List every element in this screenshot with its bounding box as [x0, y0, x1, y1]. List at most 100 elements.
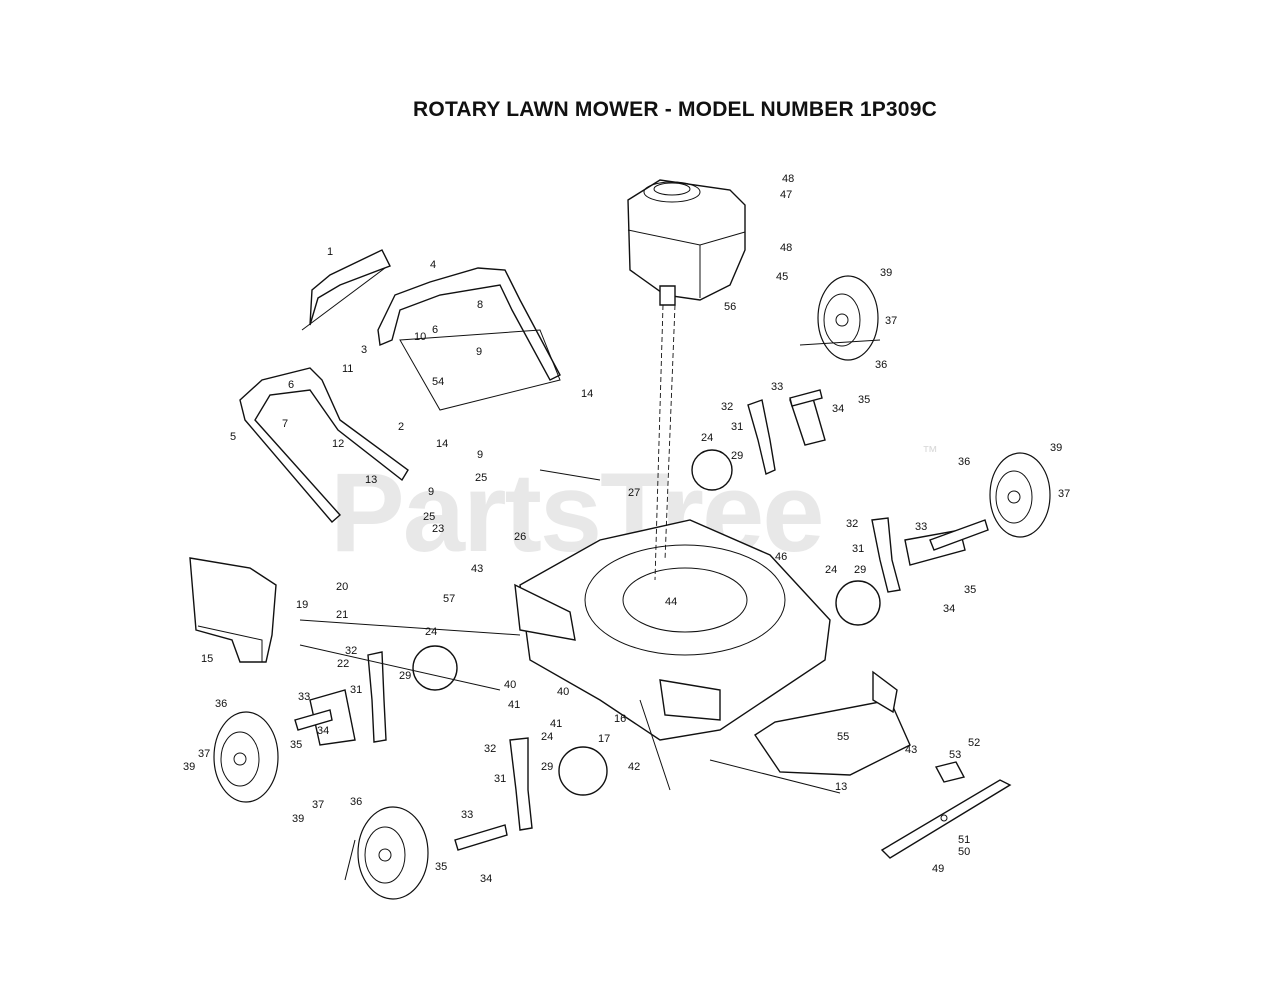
callout-53: 53 [949, 749, 961, 761]
callout-36: 36 [958, 456, 970, 468]
callout-13: 13 [835, 781, 847, 793]
callout-40: 40 [557, 686, 569, 698]
callout-1: 1 [327, 246, 333, 258]
callout-29: 29 [541, 761, 553, 773]
callout-11: 11 [342, 363, 353, 375]
callout-35: 35 [964, 584, 976, 596]
callout-37: 37 [312, 799, 324, 811]
callout-14: 14 [581, 388, 593, 400]
middle-handle [377, 267, 561, 411]
height-adjuster-left [309, 651, 387, 746]
callout-5: 5 [230, 431, 236, 443]
gear-plates [412, 449, 881, 796]
callout-25: 25 [475, 472, 487, 484]
callout-27: 27 [628, 487, 640, 499]
callout-32: 32 [846, 518, 858, 530]
callout-33: 33 [915, 521, 927, 533]
callout-9: 9 [476, 346, 482, 358]
callout-21: 21 [336, 609, 348, 621]
wheel-right-rear [989, 452, 1051, 538]
callout-9: 9 [477, 449, 483, 461]
axles [294, 389, 989, 851]
lower-handle [239, 367, 409, 523]
callout-31: 31 [731, 421, 743, 433]
callout-43: 43 [905, 744, 917, 756]
callout-22: 22 [337, 658, 349, 670]
blade [880, 779, 1012, 859]
callout-35: 35 [858, 394, 870, 406]
callout-15: 15 [201, 653, 213, 665]
callout-37: 37 [198, 748, 210, 760]
callout-7: 7 [282, 418, 288, 430]
callout-46: 46 [775, 551, 787, 563]
callout-34: 34 [317, 725, 329, 737]
callout-29: 29 [854, 564, 866, 576]
callout-13: 13 [365, 474, 377, 486]
mower-deck [514, 519, 831, 741]
callout-43: 43 [471, 563, 483, 575]
callout-34: 34 [832, 403, 844, 415]
callout-26: 26 [514, 531, 526, 543]
callout-32: 32 [721, 401, 733, 413]
callout-19: 19 [296, 599, 308, 611]
callout-8: 8 [477, 299, 483, 311]
height-adjuster-upper [747, 394, 826, 475]
callout-36: 36 [215, 698, 227, 710]
callout-32: 32 [484, 743, 496, 755]
diagram-title: ROTARY LAWN MOWER - MODEL NUMBER 1P309C [413, 98, 937, 121]
callout-29: 29 [399, 670, 411, 682]
callout-48: 48 [782, 173, 794, 185]
callout-39: 39 [292, 813, 304, 825]
wheel-left-front [213, 711, 279, 803]
callout-44: 44 [665, 596, 677, 608]
height-adjuster-bottom [509, 737, 533, 831]
callout-34: 34 [480, 873, 492, 885]
callout-14: 14 [436, 438, 448, 450]
grass-bag-frame [189, 557, 277, 663]
callout-6: 6 [288, 379, 294, 391]
callout-24: 24 [425, 626, 437, 638]
callout-40: 40 [504, 679, 516, 691]
callout-35: 35 [435, 861, 447, 873]
callout-33: 33 [298, 691, 310, 703]
callout-25: 25 [423, 511, 435, 523]
engine [627, 179, 746, 581]
callout-33: 33 [461, 809, 473, 821]
callout-51: 51 [958, 834, 970, 846]
callout-16: 16 [614, 713, 626, 725]
callout-45: 45 [776, 271, 788, 283]
callout-24: 24 [541, 731, 553, 743]
wheel-upper-right-rear [817, 275, 879, 361]
callout-23: 23 [432, 523, 444, 535]
callout-6: 6 [432, 324, 438, 336]
callout-42: 42 [628, 761, 640, 773]
callout-2: 2 [398, 421, 404, 433]
wheel-left-bottom [357, 806, 429, 900]
callout-39: 39 [880, 267, 892, 279]
callout-57: 57 [443, 593, 455, 605]
blade-adapter [934, 761, 966, 783]
callout-39: 39 [183, 761, 195, 773]
callout-labels: 1234566789991011121313141415161719202122… [183, 173, 1070, 885]
callout-10: 10 [414, 331, 426, 343]
callout-17: 17 [598, 733, 610, 745]
callout-34: 34 [943, 603, 955, 615]
callout-54: 54 [432, 376, 444, 388]
callout-49: 49 [932, 863, 944, 875]
callout-37: 37 [885, 315, 897, 327]
callout-31: 31 [350, 684, 362, 696]
callout-9: 9 [428, 486, 434, 498]
callout-24: 24 [825, 564, 837, 576]
callout-50: 50 [958, 846, 970, 858]
callout-31: 31 [494, 773, 506, 785]
callout-35: 35 [290, 739, 302, 751]
upper-handle [301, 249, 391, 331]
callout-39: 39 [1050, 442, 1062, 454]
callout-56: 56 [724, 301, 736, 313]
callout-36: 36 [875, 359, 887, 371]
callout-4: 4 [430, 259, 436, 271]
callout-31: 31 [852, 543, 864, 555]
callout-41: 41 [550, 718, 562, 730]
callout-32: 32 [345, 645, 357, 657]
